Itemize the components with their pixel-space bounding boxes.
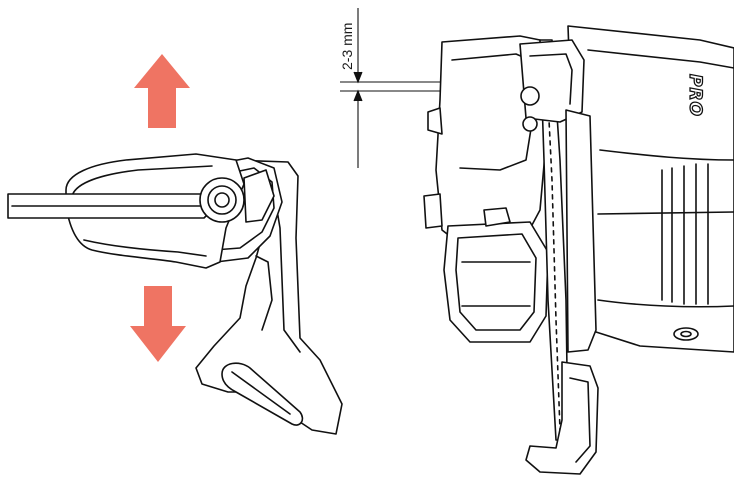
- upper-roller-2: [522, 116, 538, 132]
- cam-lever-edge: [71, 165, 213, 197]
- guide-plate-mid: [565, 109, 597, 353]
- bracket-inner-edge-2: [255, 255, 273, 331]
- brand-text: PRO: [685, 74, 705, 117]
- arrow-up-icon: [134, 54, 190, 128]
- guide-plate-upper-inner: [529, 53, 573, 105]
- roller-bracket: [483, 207, 511, 227]
- clamp-jaw: [243, 169, 275, 223]
- cam-lever-edge-2: [83, 239, 207, 257]
- guide-plate-lower: [525, 361, 599, 475]
- drive-unit-assembly: [423, 25, 734, 475]
- pivot-bolt-inner: [214, 192, 230, 208]
- guide-plate-upper: [519, 39, 585, 123]
- housing-contour-1: [587, 49, 734, 69]
- arrow-down-shape: [130, 286, 186, 362]
- frame-lug: [423, 193, 443, 229]
- housing-bolt-inner: [680, 330, 692, 338]
- bracket-slot-inner: [231, 371, 291, 415]
- clamp-body-face: [205, 167, 275, 251]
- dimension-label: 2-3 mm: [339, 23, 355, 70]
- frame-notch: [427, 107, 443, 135]
- dimension-arrow-top: [353, 71, 363, 84]
- guide-plate-lower-inner: [569, 377, 591, 463]
- chain-guide-assembly: [7, 153, 343, 435]
- chainring-teeth: [545, 59, 561, 431]
- crank-spider: [443, 221, 549, 343]
- upper-roller: [520, 86, 540, 106]
- dimension-arrow-bottom: [353, 89, 363, 102]
- arrow-down-icon: [130, 286, 186, 362]
- housing-contour-2: [599, 149, 734, 161]
- housing-contour-4: [597, 299, 734, 308]
- crank-spider-inner: [455, 233, 537, 331]
- housing-contour-3: [597, 211, 734, 215]
- arrow-up-shape: [134, 54, 190, 128]
